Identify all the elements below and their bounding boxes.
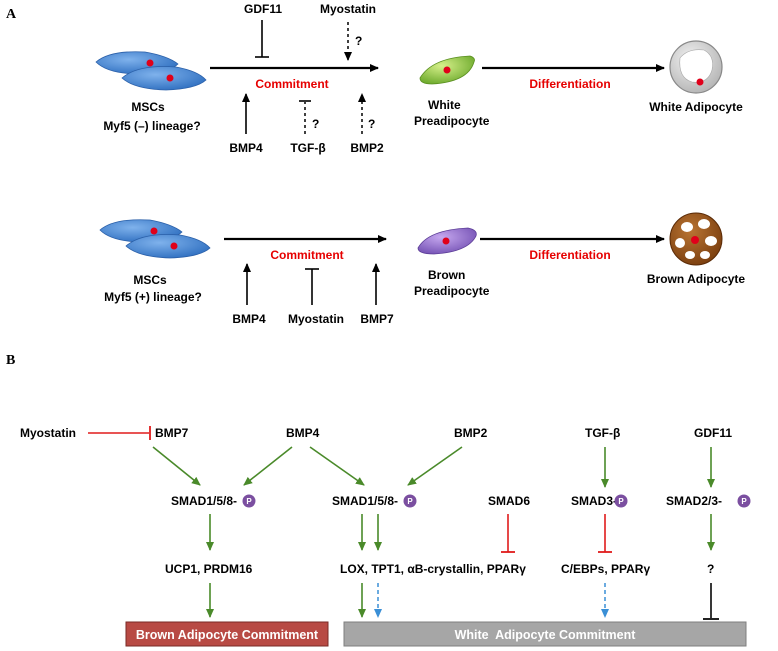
- phospho-badge-smad158-white: [403, 494, 417, 508]
- msc-subtitle-brown: Myf5 (+) lineage?: [104, 290, 202, 304]
- smad158-brown-label: SMAD1/5/8-: [171, 494, 237, 508]
- gdf11-target-unknown: ?: [707, 562, 714, 576]
- brown-commitment-label: Brown Adipocyte Commitment: [136, 628, 319, 642]
- phospho-badge-text: P: [618, 497, 624, 506]
- white-preadipocyte-line2: Preadipocyte: [414, 114, 490, 128]
- arrow-bmp4-smad158-white: [309, 446, 365, 486]
- brown-preadipocyte-line2: Preadipocyte: [414, 284, 490, 298]
- myostatin-label-brown: Myostatin: [288, 312, 344, 326]
- smad3-label: SMAD3-: [571, 494, 617, 508]
- smad23-label: SMAD2/3-: [666, 494, 722, 508]
- myostatin-label-a-top: Myostatin: [320, 2, 376, 16]
- tgfb-targets-label: C/EBPs, PPARγ: [561, 562, 650, 576]
- msc-title-brown: MSCs: [133, 273, 167, 287]
- phospho-badge-smad23: [737, 494, 751, 508]
- brown-targets-label: UCP1, PRDM16: [165, 562, 253, 576]
- phospho-badge-text: P: [246, 497, 252, 506]
- bmp4-label-brown: BMP4: [232, 312, 266, 326]
- differentiation-label-brown: Differentiation: [529, 248, 610, 262]
- panel-b-label: B: [6, 353, 15, 368]
- arrow-bmp2-smad158-white: [407, 446, 463, 486]
- white-adipocyte-label: White Adipocyte: [649, 100, 743, 114]
- myostatin-label-b: Myostatin: [20, 426, 76, 440]
- arrow-bmp4-smad158-brown: [243, 446, 293, 486]
- smad6-label: SMAD6: [488, 494, 530, 508]
- bmp4-label-b: BMP4: [286, 426, 320, 440]
- msc-title-white: MSCs: [131, 100, 165, 114]
- differentiation-label-white: Differentiation: [529, 77, 610, 91]
- phospho-badge-smad158-brown: [242, 494, 256, 508]
- phospho-badge-text: P: [407, 497, 413, 506]
- tgfb-label-b: TGF-β: [585, 426, 620, 440]
- brown-preadipocyte-line1: Brown: [428, 268, 465, 282]
- brown-path: MSCs Myf5 (+) lineage? Commitment BMP4 M…: [99, 212, 746, 326]
- msc-cells-white: [95, 51, 207, 91]
- commitment-label-white: Commitment: [255, 77, 328, 91]
- phospho-badge-smad3: [614, 494, 628, 508]
- white-path: MSCs Myf5 (–) lineage? Commitment GDF11 …: [95, 2, 743, 155]
- commitment-label-brown: Commitment: [270, 248, 343, 262]
- smad158-white-label: SMAD1/5/8-: [332, 494, 398, 508]
- bmp2-label-a: BMP2: [350, 141, 384, 155]
- msc-cells-brown: [99, 219, 211, 259]
- panel-a-label: A: [6, 7, 17, 22]
- gdf11-label-b: GDF11: [694, 426, 732, 440]
- white-preadipocyte-line1: White: [428, 98, 461, 112]
- arrow-bmp7-smad158-brown: [152, 446, 201, 486]
- brown-commitment-box: [125, 621, 329, 647]
- white-targets-label: LOX, TPT1, αB-crystallin, PPARγ: [340, 562, 526, 576]
- phospho-badge-text: P: [741, 497, 747, 506]
- bmp7-label-a: BMP7: [360, 312, 394, 326]
- brown-adipocyte-label: Brown Adipocyte: [647, 272, 746, 286]
- bmp2-label-b: BMP2: [454, 426, 488, 440]
- tgfb-label-a: TGF-β: [290, 141, 325, 155]
- gdf11-label-a: GDF11: [244, 2, 282, 16]
- white-adipocyte-cell: [669, 40, 723, 94]
- white-commitment-label: White Adipocyte Commitment: [455, 628, 637, 642]
- brown-adipocyte-cell: [669, 212, 723, 266]
- bmp4-label-white: BMP4: [229, 141, 263, 155]
- question-mark-tgfb: ?: [312, 117, 319, 131]
- msc-subtitle-white: Myf5 (–) lineage?: [103, 119, 200, 133]
- question-mark-bmp2: ?: [368, 117, 375, 131]
- question-mark-myostatin: ?: [355, 34, 362, 48]
- bmp7-label-b: BMP7: [155, 426, 189, 440]
- white-commitment-box: [343, 621, 747, 647]
